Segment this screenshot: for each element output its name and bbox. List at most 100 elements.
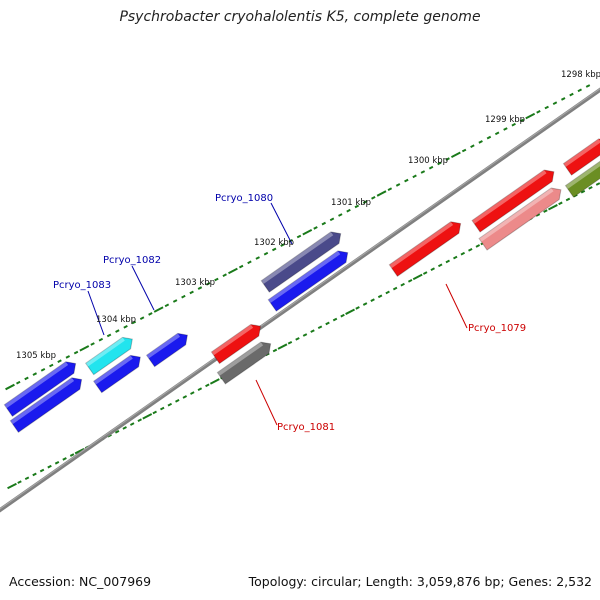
gene-labels: Pcryo_1080Pcryo_1082Pcryo_1083Pcryo_1079…: [53, 193, 526, 433]
inner-tick-62: [475, 244, 481, 248]
inner-tick-24: [190, 391, 195, 395]
inner-tick-77: [588, 186, 593, 190]
scale-label-2: 1299 kbp: [485, 115, 525, 125]
inner-tick-51: [392, 286, 398, 291]
outer-tick-66: [552, 101, 558, 106]
lbl-1082-leader: [131, 265, 155, 311]
outer-tick-21: [181, 294, 186, 299]
genome-backbone: [0, 87, 600, 513]
outer-tick-20: [172, 299, 178, 303]
inner-tick-14: [114, 429, 120, 434]
inner-tick-58: [445, 259, 450, 264]
inner-tick-6: [54, 460, 60, 465]
outer-tick-8: [73, 350, 79, 355]
outer-tick-67: [560, 97, 566, 101]
outer-tick-9: [79, 345, 90, 352]
outer-tick-59: [494, 131, 500, 136]
inner-tick-43: [332, 317, 338, 322]
scale-label-3: 1300 kbp: [408, 156, 448, 166]
inner-tick-9: [74, 447, 85, 455]
inner-tick-49: [377, 294, 383, 299]
outer-tick-0: [5, 383, 15, 391]
outer-tick-26: [222, 273, 227, 278]
gene-pcryo-1081-a: [210, 323, 262, 365]
outer-tick-30: [255, 256, 260, 260]
inner-tick-50: [385, 290, 390, 295]
inner-tick-70: [535, 213, 541, 217]
inner-tick-42: [325, 321, 330, 326]
outer-tick-4: [40, 367, 46, 372]
inner-tick-40: [310, 329, 315, 333]
outer-tick-50: [420, 170, 426, 174]
gene-1298-b: [564, 160, 600, 198]
outer-tick-51: [428, 165, 434, 170]
lbl-1079: Pcryo_1079: [468, 323, 526, 334]
outer-tick-11: [98, 337, 104, 342]
outer-tick-6: [57, 359, 62, 364]
outer-tick-56: [470, 144, 475, 149]
outer-tick-28: [238, 264, 244, 269]
outer-tick-65: [544, 105, 549, 110]
inner-tick-3: [32, 472, 37, 477]
outer-tick-55: [461, 148, 467, 153]
outer-tick-29: [247, 260, 252, 265]
inner-tick-47: [362, 302, 368, 306]
outer-tick-54: [450, 151, 461, 158]
outer-tick-60: [503, 127, 508, 131]
inner-tick-7: [62, 457, 67, 461]
outer-tick-42: [354, 204, 360, 209]
accession-text: Accession: NC_007969: [9, 574, 152, 589]
inner-tick-71: [543, 209, 548, 213]
inner-tick-1: [17, 480, 22, 484]
gene-1304-b: [93, 354, 141, 394]
inner-tick-48: [370, 298, 375, 302]
gene-features: [3, 138, 600, 433]
inner-tick-25: [197, 387, 203, 392]
gene-pcryo-1080: [260, 231, 342, 293]
scale-label-8: 1305 kbp: [16, 351, 56, 361]
outer-tick-43: [362, 200, 368, 204]
outer-tick-70: [585, 84, 591, 88]
inner-tick-73: [558, 201, 563, 206]
inner-tick-59: [453, 255, 458, 260]
outer-tick-1: [16, 380, 21, 385]
lbl-1081: Pcryo_1081: [277, 422, 335, 433]
outer-tick-45: [376, 190, 387, 197]
outer-tick-3: [32, 372, 38, 376]
outer-tick-16: [139, 316, 145, 321]
inner-tick-4: [39, 468, 45, 473]
label-leader-lines: [87, 202, 468, 426]
outer-tick-35: [296, 234, 302, 239]
inner-tick-21: [167, 402, 173, 407]
inner-tick-0: [7, 482, 17, 490]
scale-label-1: 1298 kbp: [561, 70, 600, 80]
inner-tick-60: [460, 251, 466, 256]
scale-label-6: 1303 kbp: [175, 278, 215, 288]
inner-tick-56: [430, 267, 435, 271]
inner-tick-16: [129, 422, 135, 426]
gene-pcryo-1082: [145, 332, 188, 368]
outer-tick-47: [395, 183, 401, 187]
outer-tick-39: [329, 217, 335, 222]
inner-tick-78: [595, 182, 600, 186]
outer-tick-58: [486, 135, 492, 140]
outer-tick-48: [404, 178, 409, 183]
outer-tick-7: [65, 355, 71, 359]
scale-label-4: 1301 kbp: [331, 198, 371, 208]
inner-tick-52: [400, 282, 405, 287]
outer-tick-14: [123, 324, 128, 329]
lbl-1080-leader: [270, 202, 293, 245]
outer-tick-19: [164, 303, 170, 308]
inner-tick-20: [160, 406, 165, 411]
gene-1299-b: [478, 187, 562, 251]
outer-tick-37: [313, 226, 318, 230]
outer-tick-25: [214, 277, 219, 282]
backbone-highlight: [0, 88, 600, 510]
inner-tick-37: [287, 340, 293, 345]
outer-tick-17: [148, 312, 153, 316]
outer-tick-23: [197, 286, 203, 290]
inner-tick-55: [422, 271, 428, 275]
inner-tick-41: [317, 325, 323, 330]
outer-tick-27: [228, 267, 238, 275]
